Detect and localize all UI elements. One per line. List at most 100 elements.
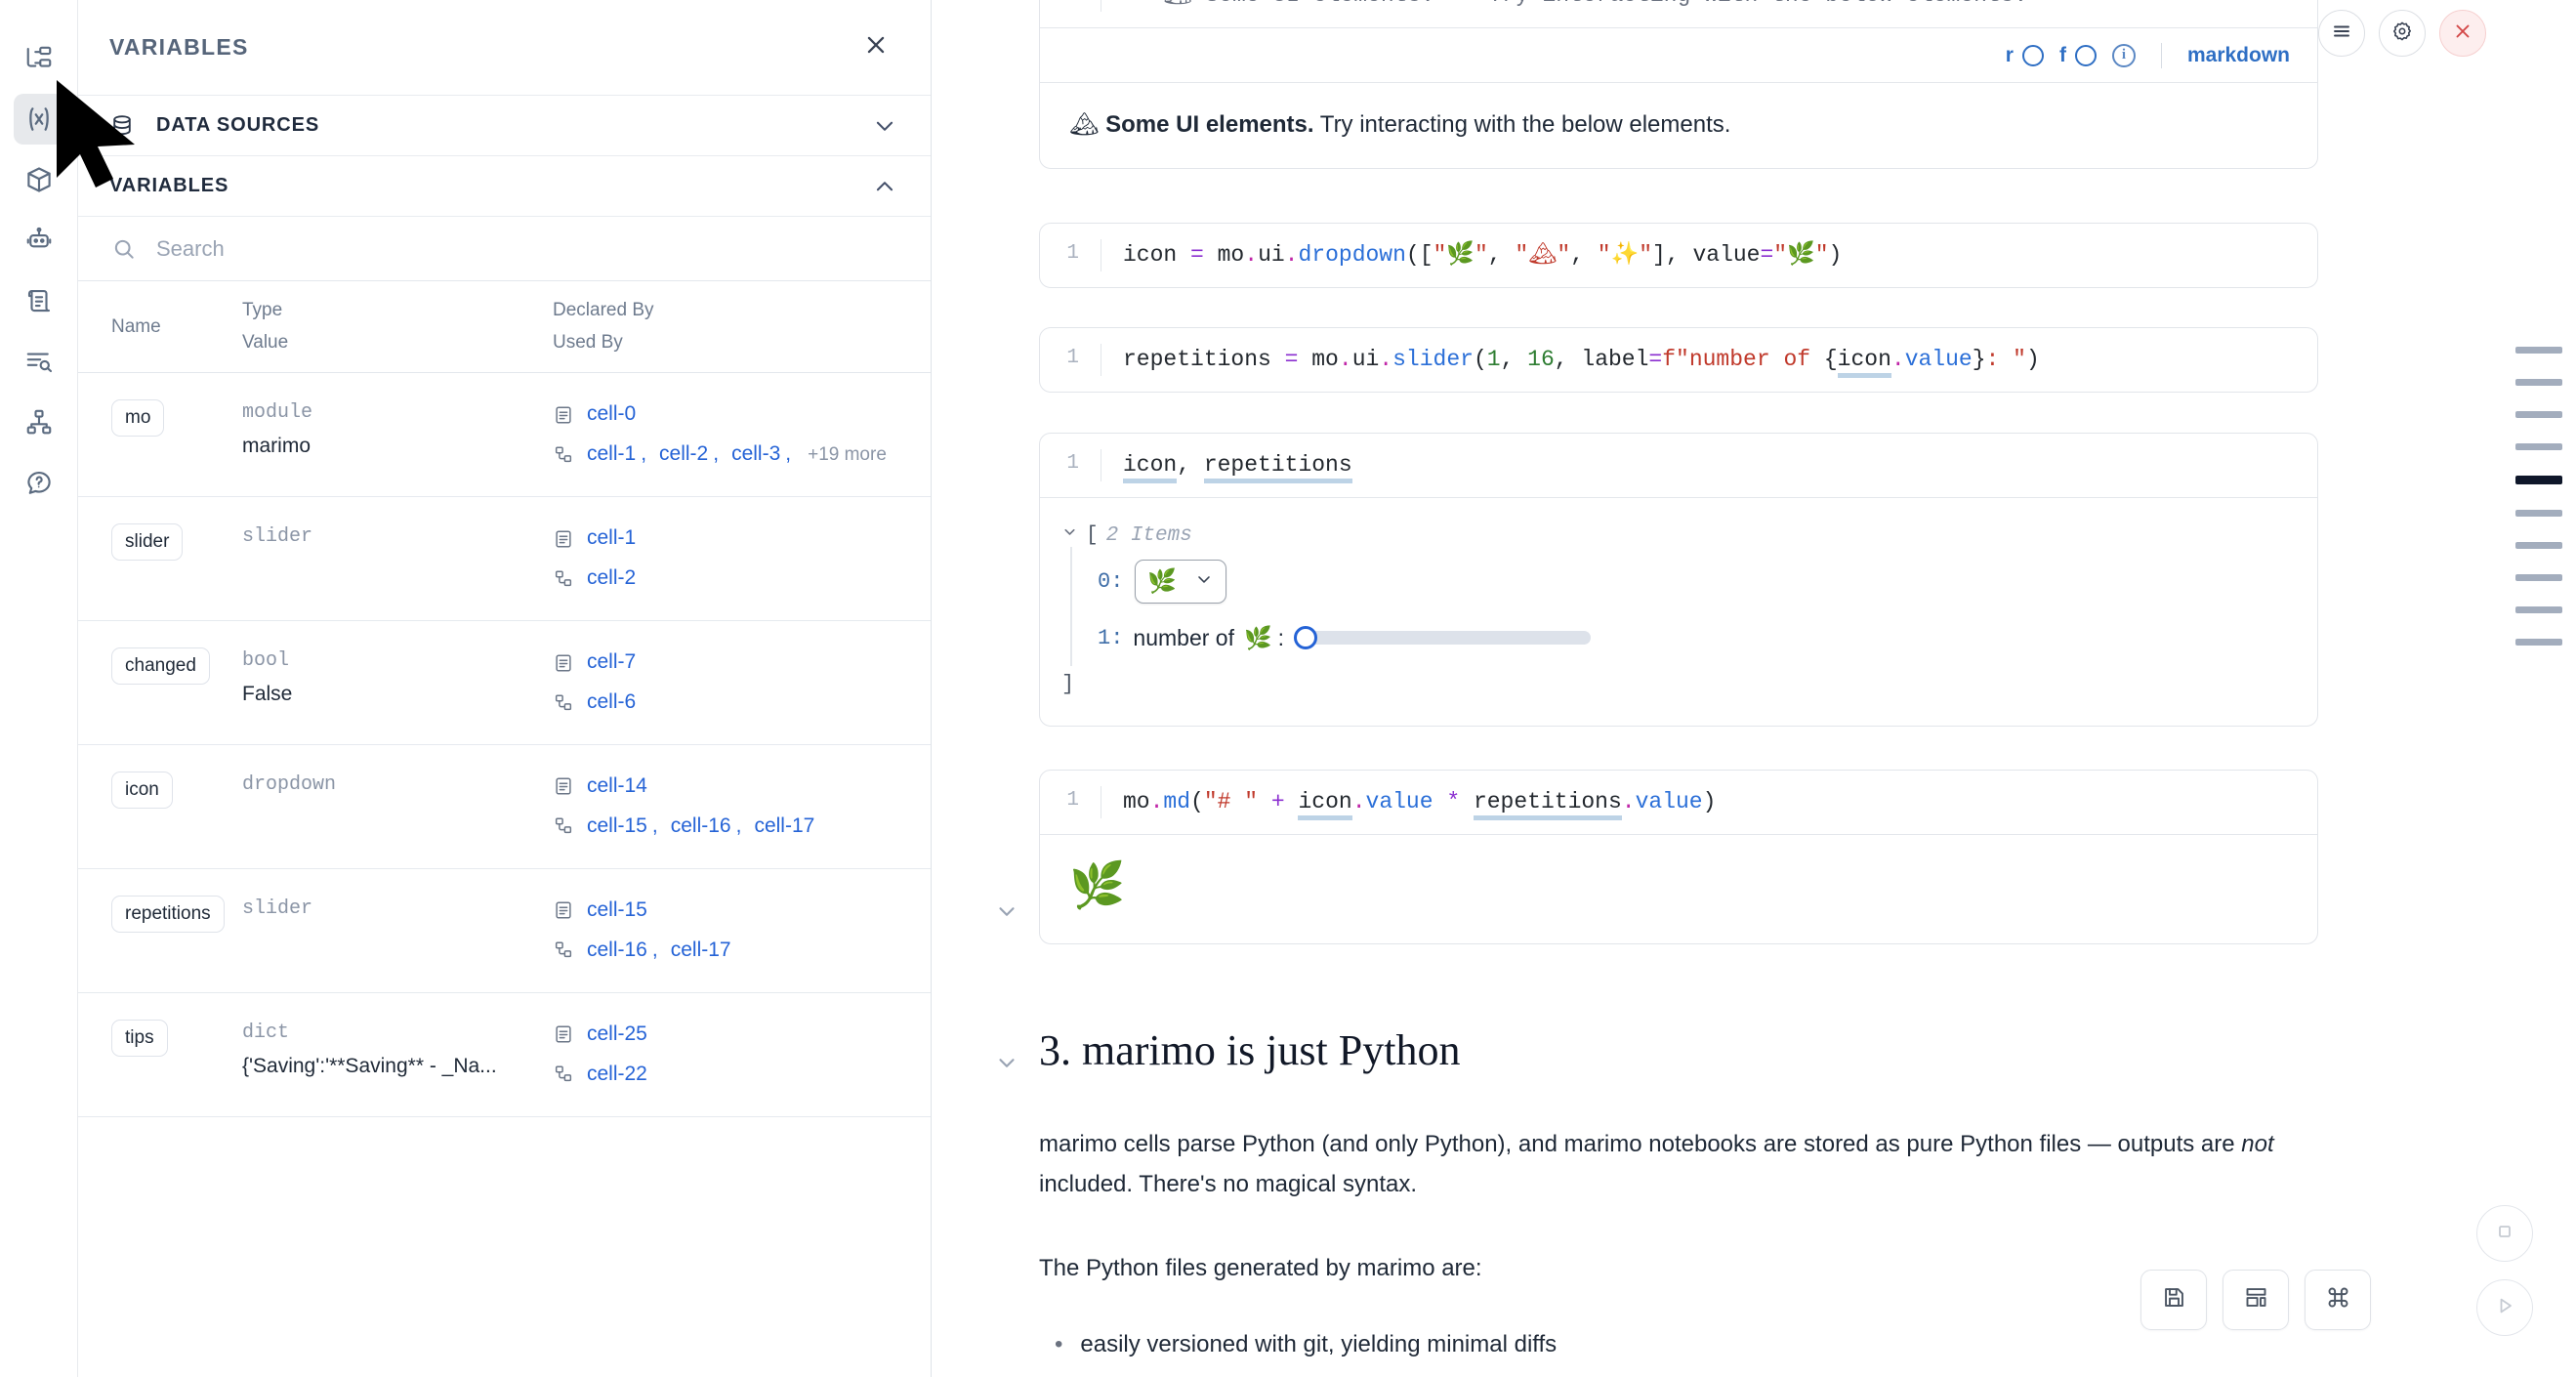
paragraph-1-part-b: included. There's no magical syntax. [1039, 1171, 1418, 1198]
cell-collapse-chevron-icon[interactable] [994, 898, 1019, 931]
cell-menu-button[interactable] [2318, 10, 2365, 57]
cell-link[interactable]: cell-17 [754, 814, 815, 837]
cell-flag-r[interactable]: r [2006, 44, 2044, 67]
tree-collapse-chevron-icon[interactable] [1061, 523, 1078, 547]
cell-display[interactable]: 1 icon, repetitions [ 2 Items [1039, 433, 2318, 728]
section-data-sources[interactable]: DATA SOURCES [78, 96, 931, 156]
declared-by-line: cell-14 [553, 767, 913, 807]
cell-code-row[interactable]: 1 repetitions = mo.ui.slider(1, 16, labe… [1040, 328, 2317, 392]
variable-type: dict [242, 1021, 290, 1044]
cell-delete-button[interactable] [2439, 10, 2486, 57]
cell-link[interactable]: cell-15 [587, 814, 647, 837]
paragraph-1-part-a: marimo cells parse Python (and only Pyth… [1039, 1131, 2242, 1157]
variable-name-pill[interactable]: mo [111, 399, 165, 438]
separator: , [641, 442, 647, 466]
separator: , [735, 814, 742, 837]
cell-flag-f[interactable]: f [2059, 44, 2097, 67]
variable-name-pill[interactable]: repetitions [111, 895, 225, 933]
cell-link[interactable]: cell-25 [587, 1022, 647, 1045]
cell-code-text: icon = mo.ui.dropdown(["🌿", "🏔", "✨"], v… [1101, 239, 1842, 272]
search-input[interactable] [154, 234, 897, 263]
cell-link[interactable]: cell-16 [670, 814, 731, 837]
section-variables[interactable]: VARIABLES [78, 156, 931, 217]
slider-track[interactable] [1308, 631, 1591, 646]
cell-link[interactable]: cell-15 [587, 897, 647, 921]
minimap-mark[interactable] [2515, 639, 2562, 646]
cell-link[interactable]: cell-14 [587, 773, 647, 797]
rail-item-dependencies[interactable] [14, 396, 64, 447]
output-bold-text: Some UI elements. [1105, 111, 1314, 139]
scroll-icon [24, 286, 54, 315]
cell-link[interactable]: cell-22 [587, 1062, 647, 1085]
variables-search-row[interactable] [78, 217, 931, 281]
minimap-mark[interactable] [2515, 443, 2562, 450]
cell-link[interactable]: cell-1 [587, 526, 637, 550]
panel-close-button[interactable] [854, 26, 897, 69]
minimap-mark[interactable] [2515, 347, 2562, 354]
rail-item-outline[interactable] [14, 336, 64, 387]
cell-code-row[interactable]: 1 """🏔 Some UI elements.""" Try interact… [1040, 0, 2317, 27]
tree-item-0: 0: 🌿 [1098, 553, 2288, 609]
slider-thumb[interactable] [1294, 626, 1317, 650]
minimap-mark[interactable] [2515, 476, 2562, 484]
minimap-mark[interactable] [2515, 542, 2562, 549]
cell-md[interactable]: 1 mo.md("# " + icon.value * repetitions.… [1039, 770, 2318, 944]
slider-input[interactable] [1294, 626, 1591, 650]
cell-code-row[interactable]: 1 mo.md("# " + icon.value * repetitions.… [1040, 771, 2317, 834]
cell-code-row[interactable]: 1 icon = mo.ui.dropdown(["🌿", "🏔", "✨"],… [1040, 224, 2317, 287]
cell-link[interactable]: cell-3 [731, 442, 781, 466]
cell-settings-button[interactable] [2379, 10, 2426, 57]
tree-header[interactable]: [ 2 Items [1061, 523, 2288, 547]
tree-item-count: 2 Items [1105, 523, 1192, 547]
rail-item-packages[interactable] [14, 154, 64, 205]
column-header-value: Value [242, 331, 289, 353]
cell-link[interactable]: cell-16 [587, 938, 647, 961]
variable-name-pill[interactable]: changed [111, 647, 210, 686]
interrupt-button[interactable] [2476, 1205, 2533, 1262]
cell-dropdown[interactable]: 1 icon = mo.ui.dropdown(["🌿", "🏔", "✨"],… [1039, 223, 2318, 289]
rail-item-logs[interactable] [14, 275, 64, 326]
section-collapse-chevron-icon[interactable] [994, 1050, 1019, 1082]
save-button[interactable] [2140, 1270, 2207, 1330]
minimap-mark[interactable] [2515, 411, 2562, 418]
cell-link[interactable]: cell-17 [670, 938, 731, 961]
minimap[interactable] [2515, 347, 2562, 646]
cell-code-row[interactable]: 1 icon, repetitions [1040, 434, 2317, 497]
rail-item-file-explorer[interactable] [14, 33, 64, 84]
rail-item-variables[interactable] [13, 94, 64, 145]
dropdown-input[interactable]: 🌿 [1135, 559, 1227, 604]
cell-link[interactable]: cell-1 [587, 442, 637, 466]
cell-flag-r-label: r [2005, 43, 2014, 66]
rail-item-chat[interactable] [14, 215, 64, 266]
more-count-label[interactable]: +19 more [808, 444, 887, 466]
variable-name-pill[interactable]: slider [111, 523, 184, 562]
variable-name-pill[interactable]: icon [111, 771, 173, 809]
rail-item-help[interactable] [14, 457, 64, 508]
dependency-graph-icon [24, 407, 54, 437]
minimap-mark[interactable] [2515, 574, 2562, 581]
cell-language-badge[interactable]: markdown [2186, 43, 2290, 66]
cell-link[interactable]: cell-0 [587, 402, 637, 426]
cell-link[interactable]: cell-6 [587, 690, 637, 714]
minimap-mark[interactable] [2515, 606, 2562, 613]
info-icon[interactable]: i [2111, 43, 2136, 67]
layout-button[interactable] [2223, 1270, 2289, 1330]
cell-slider[interactable]: 1 repetitions = mo.ui.slider(1, 16, labe… [1039, 327, 2318, 394]
cell-link[interactable]: cell-2 [659, 442, 709, 466]
cell-link[interactable]: cell-2 [587, 566, 637, 590]
minimap-mark[interactable] [2515, 379, 2562, 386]
cell-link[interactable]: cell-7 [587, 650, 637, 674]
package-icon [24, 165, 54, 194]
run-button[interactable] [2476, 1279, 2533, 1336]
cell-markdown-ui-elements[interactable]: 1 """🏔 Some UI elements.""" Try interact… [1039, 0, 2318, 170]
minimap-mark[interactable] [2515, 510, 2562, 517]
variable-name-pill[interactable]: tips [111, 1019, 168, 1057]
command-palette-button[interactable] [2305, 1270, 2371, 1330]
